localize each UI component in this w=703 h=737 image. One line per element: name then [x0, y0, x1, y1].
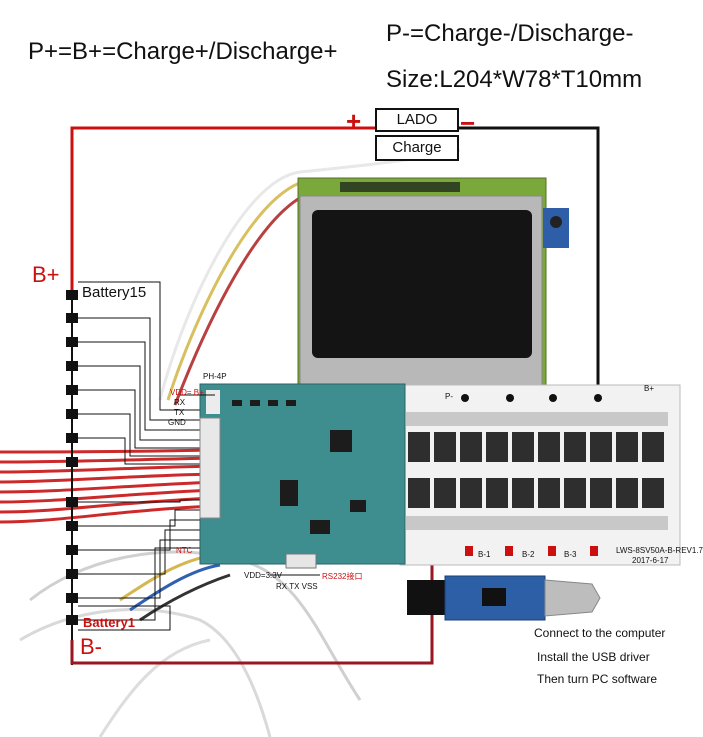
- title-main: P+=B+=Charge+/Discharge+: [28, 38, 338, 65]
- vdd-b-label: VDD= B+: [170, 388, 204, 397]
- rx-label: RX: [174, 398, 186, 407]
- charge-label: Charge: [375, 135, 459, 161]
- vdd33-label: VDD=3.3V: [244, 571, 283, 580]
- board-model: LWS-8SV50A-B-REV1.7: [616, 546, 703, 555]
- bms-board: [199, 383, 406, 569]
- ntc-label: NTC: [176, 546, 193, 555]
- battery-cells: [66, 290, 78, 625]
- b-plus-label: B+: [32, 262, 60, 287]
- title-p-minus: P-=Charge-/Discharge-: [386, 20, 634, 47]
- lcd-module: [297, 177, 569, 389]
- board-b-minus-1: B-1: [478, 550, 491, 559]
- gnd-label: GND: [168, 418, 186, 427]
- board-b-plus: B+: [644, 384, 655, 393]
- b-plus-wire: [70, 126, 376, 292]
- rs232-label: RS232接口: [322, 572, 363, 581]
- b-minus-label: B-: [80, 634, 102, 659]
- board-b-minus-3: B-3: [564, 550, 577, 559]
- red-wire-bundle: [0, 448, 216, 524]
- balance-lines: [78, 281, 205, 631]
- board-p-minus: P-: [445, 392, 453, 401]
- note-connect: Connect to the computer: [534, 626, 666, 640]
- rx-tx-vss-label: RX TX VSS: [276, 582, 318, 591]
- ph4p-label: PH-4P: [203, 372, 227, 381]
- lado-label: LADO: [375, 108, 459, 132]
- battery15-label: Battery15: [82, 284, 147, 301]
- plus-sign: +: [346, 106, 362, 136]
- note-software: Then turn PC software: [537, 672, 658, 686]
- note-install: Install the USB driver: [537, 650, 650, 664]
- minus-sign: −: [460, 108, 476, 138]
- title-size: Size:L204*W78*T10mm: [386, 66, 643, 93]
- battery1-label: Battery1: [83, 615, 136, 630]
- mosfet-board: [399, 384, 681, 566]
- board-b-minus-2: B-2: [522, 550, 535, 559]
- p-minus-wire: [455, 126, 600, 398]
- usb-adapter: [407, 575, 601, 621]
- board-date: 2017-6-17: [632, 556, 669, 565]
- tx-label: TX: [174, 408, 185, 417]
- connector-lines: [180, 394, 320, 576]
